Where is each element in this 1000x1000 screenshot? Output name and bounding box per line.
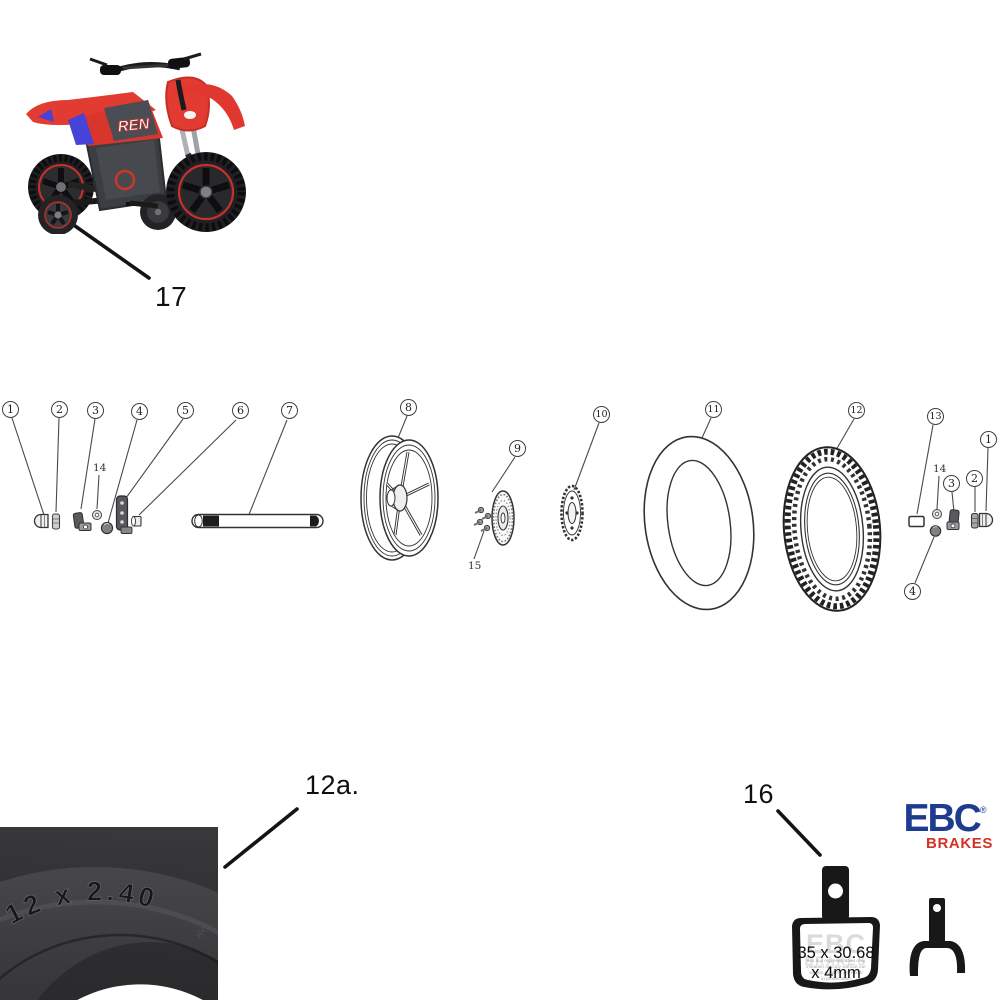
bike-photo: REN <box>26 52 246 234</box>
svg-text:written consent will result: written consent will result <box>809 970 863 976</box>
part-wheel-rim <box>360 435 439 561</box>
label-14-left: 14 <box>93 462 107 474</box>
part-dome-nut-left <box>33 513 49 529</box>
brake-pad-size-line2: x 4mm <box>811 964 861 982</box>
callout-3-right: 3 <box>943 475 960 492</box>
bike-battery-box <box>84 128 168 212</box>
svg-text:imitation or copy without our: imitation or copy without our <box>806 964 866 970</box>
part-disc-bolts <box>473 506 492 532</box>
bike-graphic-text: REN <box>117 115 151 135</box>
part-washer-left <box>92 510 102 520</box>
svg-text:this is a representation only: this is a representation only <box>807 958 866 964</box>
ebc-logo: EBC® BRAKES <box>897 799 993 851</box>
part-sprocket <box>560 484 584 542</box>
brake-pad-watermark-brand: EBC <box>806 929 866 959</box>
callout-13-spacer: 13 <box>927 408 944 425</box>
brake-pad-tab-hole <box>828 883 843 899</box>
part-cone-left <box>100 521 114 535</box>
callout-4-left: 4 <box>131 403 148 420</box>
callout-label-12a: 12a. <box>305 770 360 800</box>
callout-1-right: 1 <box>980 431 997 448</box>
part-spacer-right <box>908 515 925 528</box>
callout-8-wheel: 8 <box>400 399 417 416</box>
callout-10-sprocket: 10 <box>593 406 610 423</box>
bike-side-panel: REN <box>68 100 163 146</box>
part-bracket-right <box>946 509 960 530</box>
callout-2-right: 2 <box>966 470 983 487</box>
bike-front-fender <box>172 83 245 130</box>
part-cone-right <box>929 525 942 537</box>
callout-3-left: 3 <box>87 402 104 419</box>
bike-front-wheel <box>166 152 246 232</box>
brake-pad-diagram: EBC BRAKES this is a representation only… <box>792 866 966 990</box>
svg-text:in prosecution: in prosecution <box>821 976 851 982</box>
callout-9-disc: 9 <box>509 440 526 457</box>
callout-label-16: 16 <box>743 779 775 809</box>
callout-4-right: 4 <box>904 583 921 600</box>
pointer-line-16 <box>776 809 822 857</box>
ebc-brand-subtitle: BRAKES <box>926 835 993 852</box>
callout-label-17: 17 <box>155 281 188 312</box>
label-15-bolts: 15 <box>468 560 482 572</box>
callout-6-left: 6 <box>232 402 249 419</box>
brake-pad-size-line1: 35 x 30.68 <box>797 944 874 962</box>
part-washer-right <box>932 509 942 519</box>
part-sleeve-left <box>51 513 61 530</box>
bike-blue-decal <box>38 109 54 122</box>
callout-7-left: 7 <box>281 402 298 419</box>
ebc-brand-text: EBC <box>903 797 982 840</box>
pointer-line-12a <box>223 807 299 869</box>
brake-pad-clip <box>909 898 966 976</box>
callout-2-left: 2 <box>51 401 68 418</box>
callout-5-left: 5 <box>177 402 194 419</box>
part-inner-tube <box>643 435 755 611</box>
label-14-right: 14 <box>933 463 947 475</box>
part-knobby-tire <box>782 446 882 612</box>
part-sleeve-right <box>971 513 979 529</box>
part-brake-disc <box>491 490 515 546</box>
leader-lines <box>11 415 989 584</box>
brake-pad-face <box>800 923 873 983</box>
callout-1-left: 1 <box>2 401 19 418</box>
brake-pad-watermark-subtitle: BRAKES <box>805 954 868 968</box>
part-caliper-bracket-left <box>115 495 133 534</box>
bike-training-wheel <box>38 195 78 234</box>
part-bracket-left <box>72 512 92 531</box>
ebc-registered-mark: ® <box>979 805 987 815</box>
brake-pad-fine-print: this is a representation only imitation … <box>806 958 866 982</box>
bike-training-wheel-2 <box>129 194 176 230</box>
tire-photo: 12 x 2.40 HY <box>0 827 218 1000</box>
bike-handlebars <box>89 52 202 111</box>
pointer-line-17 <box>66 219 151 280</box>
exploded-parts-diagram <box>11 415 994 612</box>
callout-11-tube: 11 <box>705 401 722 418</box>
part-dome-nut-right <box>978 512 994 528</box>
part-axle <box>191 513 324 529</box>
callout-12-tire: 12 <box>848 402 865 419</box>
part-spacer-left <box>131 515 142 527</box>
bike-plate-logo <box>184 111 196 119</box>
